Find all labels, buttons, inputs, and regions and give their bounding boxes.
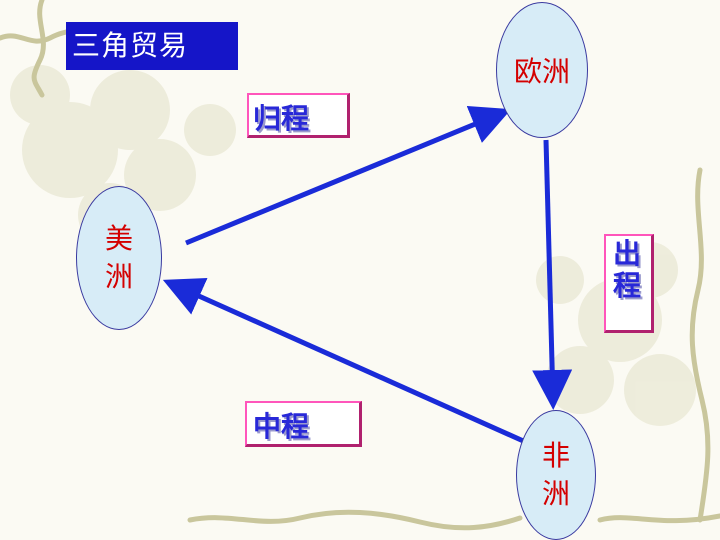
node-africa: 非 洲 bbox=[516, 410, 596, 540]
arrow-return-america-to-europe bbox=[185, 105, 512, 246]
leg-middle-label: 中程 bbox=[245, 401, 362, 447]
node-america: 美 洲 bbox=[76, 186, 162, 330]
node-europe-label: 欧洲 bbox=[513, 55, 570, 88]
node-africa-label-1: 非 bbox=[541, 439, 570, 472]
node-america-label-1: 美 bbox=[104, 222, 133, 255]
node-europe: 欧洲 bbox=[496, 2, 588, 138]
page-title: 三角贸易 bbox=[66, 22, 238, 70]
node-america-label-2: 洲 bbox=[104, 260, 133, 293]
leg-outbound-label: 出程 bbox=[604, 234, 654, 333]
node-africa-label-2: 洲 bbox=[541, 477, 570, 510]
arrow-outbound-europe-to-africa bbox=[532, 139, 573, 410]
arrow-middle-africa-to-america bbox=[162, 277, 532, 447]
leg-return-label: 归程 bbox=[247, 93, 350, 138]
